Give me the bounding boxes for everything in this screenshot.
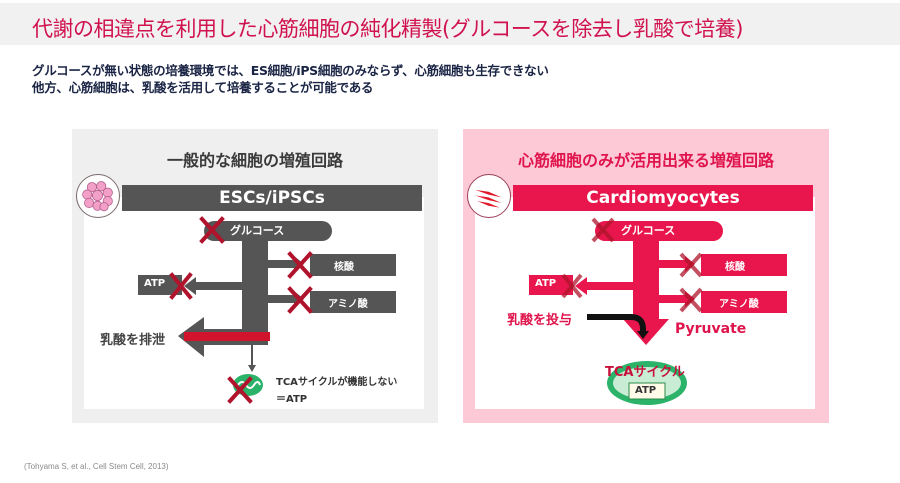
- main-trunk: [242, 241, 268, 331]
- panel-heading: 心筋細胞のみが活用出来る増殖回路: [517, 151, 774, 170]
- lactate-arrow: [587, 314, 646, 333]
- cell-type-band: Cardiomyocytes: [513, 185, 813, 211]
- lactate-admin-label: 乳酸を投与: [507, 313, 573, 328]
- citation: (Tohyama S, et al., Cell Stem Cell, 2013…: [24, 462, 169, 471]
- cardiomyocyte-panel: 心筋細胞のみが活用出来る増殖回路 Cardiomyocytes: [463, 129, 829, 423]
- amino-acid-box: [310, 291, 396, 313]
- nucleic-acid-box: [701, 254, 787, 276]
- lactate-excrete-label: 乳酸を排泄: [100, 333, 166, 348]
- tca-note-line-2: ＝ATP: [276, 394, 308, 405]
- cross-marks: [169, 216, 313, 404]
- right-pathway-diagram: [529, 217, 787, 405]
- tca-cycle-label: TCAサイクル: [605, 365, 685, 380]
- atp-box: [138, 275, 182, 295]
- panel-heading: 一般的な細胞の増殖回路: [166, 151, 343, 170]
- stem-cell-cluster-icon: [76, 174, 120, 218]
- nucleic-acid-label: 核酸: [334, 262, 354, 273]
- amino-acid-label: アミノ酸: [328, 299, 368, 310]
- slide-title: 代謝の相違点を利用した心筋細胞の純化精製(グルコースを除去し乳酸で培養): [32, 17, 743, 41]
- atp-box: [529, 275, 573, 295]
- pyruvate-label: Pyruvate: [675, 321, 747, 337]
- amino-acid-label: アミノ酸: [719, 299, 759, 310]
- atp-label: ATP: [535, 278, 557, 289]
- subtitle-line-2: 他方、心筋細胞は、乳酸を活用して培養することが可能である: [32, 80, 374, 95]
- main-trunk: [633, 241, 659, 321]
- atp-label: ATP: [144, 278, 166, 289]
- cross-marks: [561, 217, 703, 313]
- cardiomyocyte-icon: [467, 174, 511, 218]
- lactate-bar: [184, 332, 270, 341]
- left-pathway-diagram: [138, 216, 396, 404]
- tca-atp-label: ATP: [635, 385, 657, 396]
- nucleic-acid-label: 核酸: [725, 262, 745, 273]
- glucose-pill: [595, 221, 723, 241]
- glucose-pill: [204, 221, 332, 241]
- general-cell-panel: 一般的な細胞の増殖回路 ESCs/iPSCs: [72, 129, 438, 423]
- subtitle-line-1: グルコースが無い状態の培養環境では、ES細胞/iPS細胞のみならず、心筋細胞も生…: [32, 63, 549, 78]
- title-bar: 代謝の相違点を利用した心筋細胞の純化精製(グルコースを除去し乳酸で培養): [0, 3, 900, 45]
- nucleic-acid-box: [310, 254, 396, 276]
- atp-box-in-tca: [628, 382, 666, 400]
- amino-acid-box: [701, 291, 787, 313]
- glucose-label: グルコース: [621, 224, 676, 237]
- glucose-label: グルコース: [230, 224, 285, 237]
- tca-note-line-1: TCAサイクルが機能しない: [276, 377, 398, 388]
- cell-type-band: ESCs/iPSCs: [122, 185, 422, 211]
